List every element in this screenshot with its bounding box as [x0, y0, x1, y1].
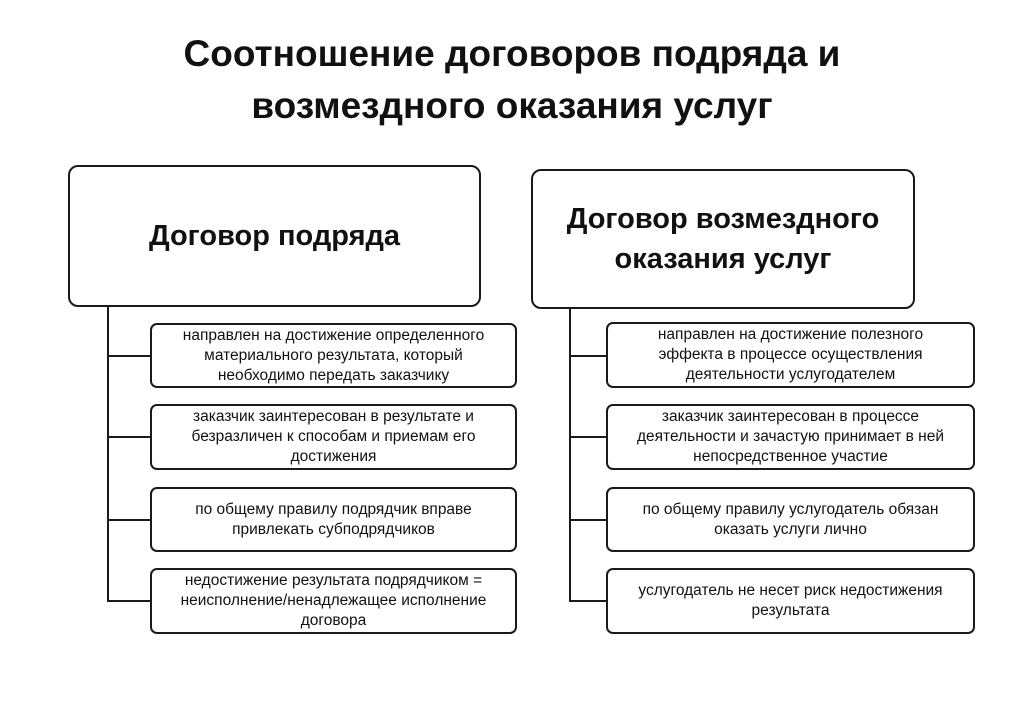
item-text-line: по общему правилу подрядчик вправе [195, 500, 472, 518]
connector-branch-right-3 [569, 519, 607, 521]
header-label: оказания услуг [614, 243, 832, 275]
connector-branch-left-3 [107, 519, 151, 521]
item-text-line: материального результата, который [204, 346, 463, 364]
connector-branch-right-1 [569, 355, 607, 357]
item-text-line: неисполнение/ненадлежащее исполнение [180, 592, 487, 609]
connector-branch-left-2 [107, 436, 151, 438]
connector-trunk-right [569, 309, 571, 602]
item-box-right-2: заказчик заинтересован в процессе деятел… [606, 404, 975, 470]
item-text-line: необходимо передать заказчику [217, 366, 450, 384]
header-box-contract-work: Договор подряда [68, 165, 481, 307]
item-box-left-3: по общему правилу подрядчик вправе привл… [150, 487, 517, 552]
item-text-line: направлен на достижение определенного [182, 326, 485, 344]
connector-branch-right-4 [569, 600, 607, 602]
connector-branch-left-1 [107, 355, 151, 357]
item-text-line: привлекать субподрядчиков [232, 520, 435, 538]
title-line-2: возмездного оказания услуг [251, 85, 773, 126]
item-text-line: недостижение результата подрядчиком = [184, 572, 483, 589]
header-label: Договор подряда [148, 220, 401, 252]
item-text-line: заказчик заинтересован в результате и [193, 408, 474, 425]
connector-trunk-left [107, 307, 109, 602]
item-text-line: достижения [290, 448, 377, 465]
header-label: Договор возмездного [566, 203, 880, 235]
item-box-right-1: направлен на достижение полезного эффект… [606, 322, 975, 388]
connector-branch-left-4 [107, 600, 151, 602]
item-text-line: заказчик заинтересован в процессе [661, 408, 920, 425]
item-text-line: договора [300, 612, 367, 629]
item-text-line: услугодатель не несет риск недостижения [638, 582, 943, 599]
item-text-line: эффекта в процессе осуществления [658, 346, 923, 363]
item-text-line: оказать услуги лично [714, 520, 867, 538]
item-text-line: непосредственное участие [693, 448, 888, 465]
item-box-left-4: недостижение результата подрядчиком = не… [150, 568, 517, 634]
item-box-left-1: направлен на достижение определенного ма… [150, 323, 517, 388]
item-text-line: направлен на достижение полезного [657, 326, 924, 343]
item-text-line: деятельности и зачастую принимает в ней [636, 428, 944, 445]
item-text-line: по общему правилу услугодатель обязан [642, 500, 939, 518]
item-box-left-2: заказчик заинтересован в результате и бе… [150, 404, 517, 470]
item-text-line: результата [751, 602, 830, 619]
header-box-paid-services: Договор возмездного оказания услуг [531, 169, 915, 309]
page-title: Соотношение договоров подряда и возмездн… [0, 28, 1024, 132]
connector-branch-right-2 [569, 436, 607, 438]
item-text-line: деятельности услугодателем [685, 366, 896, 383]
title-line-1: Соотношение договоров подряда и [183, 33, 841, 74]
item-box-right-3: по общему правилу услугодатель обязан ок… [606, 487, 975, 552]
item-box-right-4: услугодатель не несет риск недостижения … [606, 568, 975, 634]
item-text-line: безразличен к способам и приемам его [191, 428, 476, 445]
